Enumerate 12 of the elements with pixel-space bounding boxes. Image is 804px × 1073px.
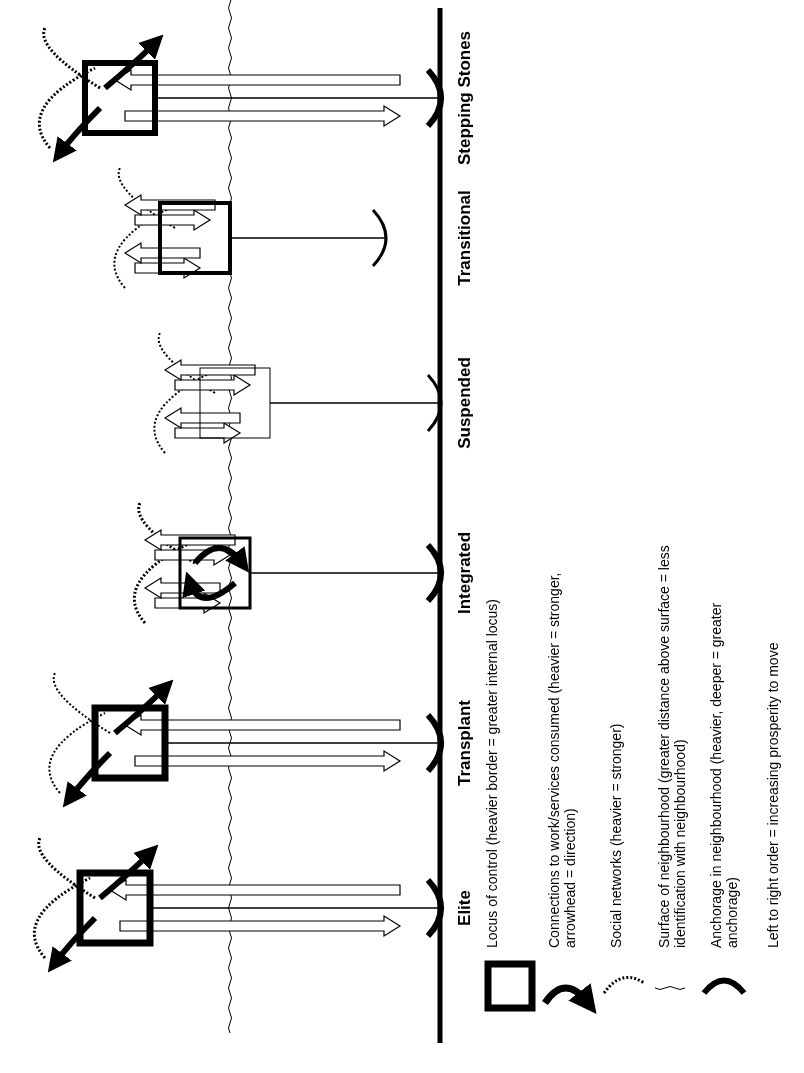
legend-text: Surface of neighbourhood (greater distance above surface = less identification with neighbourhood): [656, 544, 688, 948]
type-label: Stepping Stones: [455, 30, 475, 166]
type-label: Integrated: [455, 531, 475, 615]
type-label: Transitional: [455, 190, 475, 286]
legend-text: Social networks (heavier = stronger): [608, 722, 624, 948]
legend-text: Connections to work/services consumed (heavier = stronger, arrowhead = direction): [546, 571, 578, 948]
type-label: Transplant: [455, 700, 475, 786]
legend-text: Anchorage in neighbourhood (heavier, deeper = greater anchorage): [708, 601, 740, 948]
note-text: Left to right order = increasing prosperity to move: [765, 642, 781, 948]
legend-text: Locus of control (heavier border = greater internal locus): [484, 598, 500, 948]
type-label: Suspended: [455, 357, 475, 449]
type-label: Elite: [455, 890, 475, 926]
